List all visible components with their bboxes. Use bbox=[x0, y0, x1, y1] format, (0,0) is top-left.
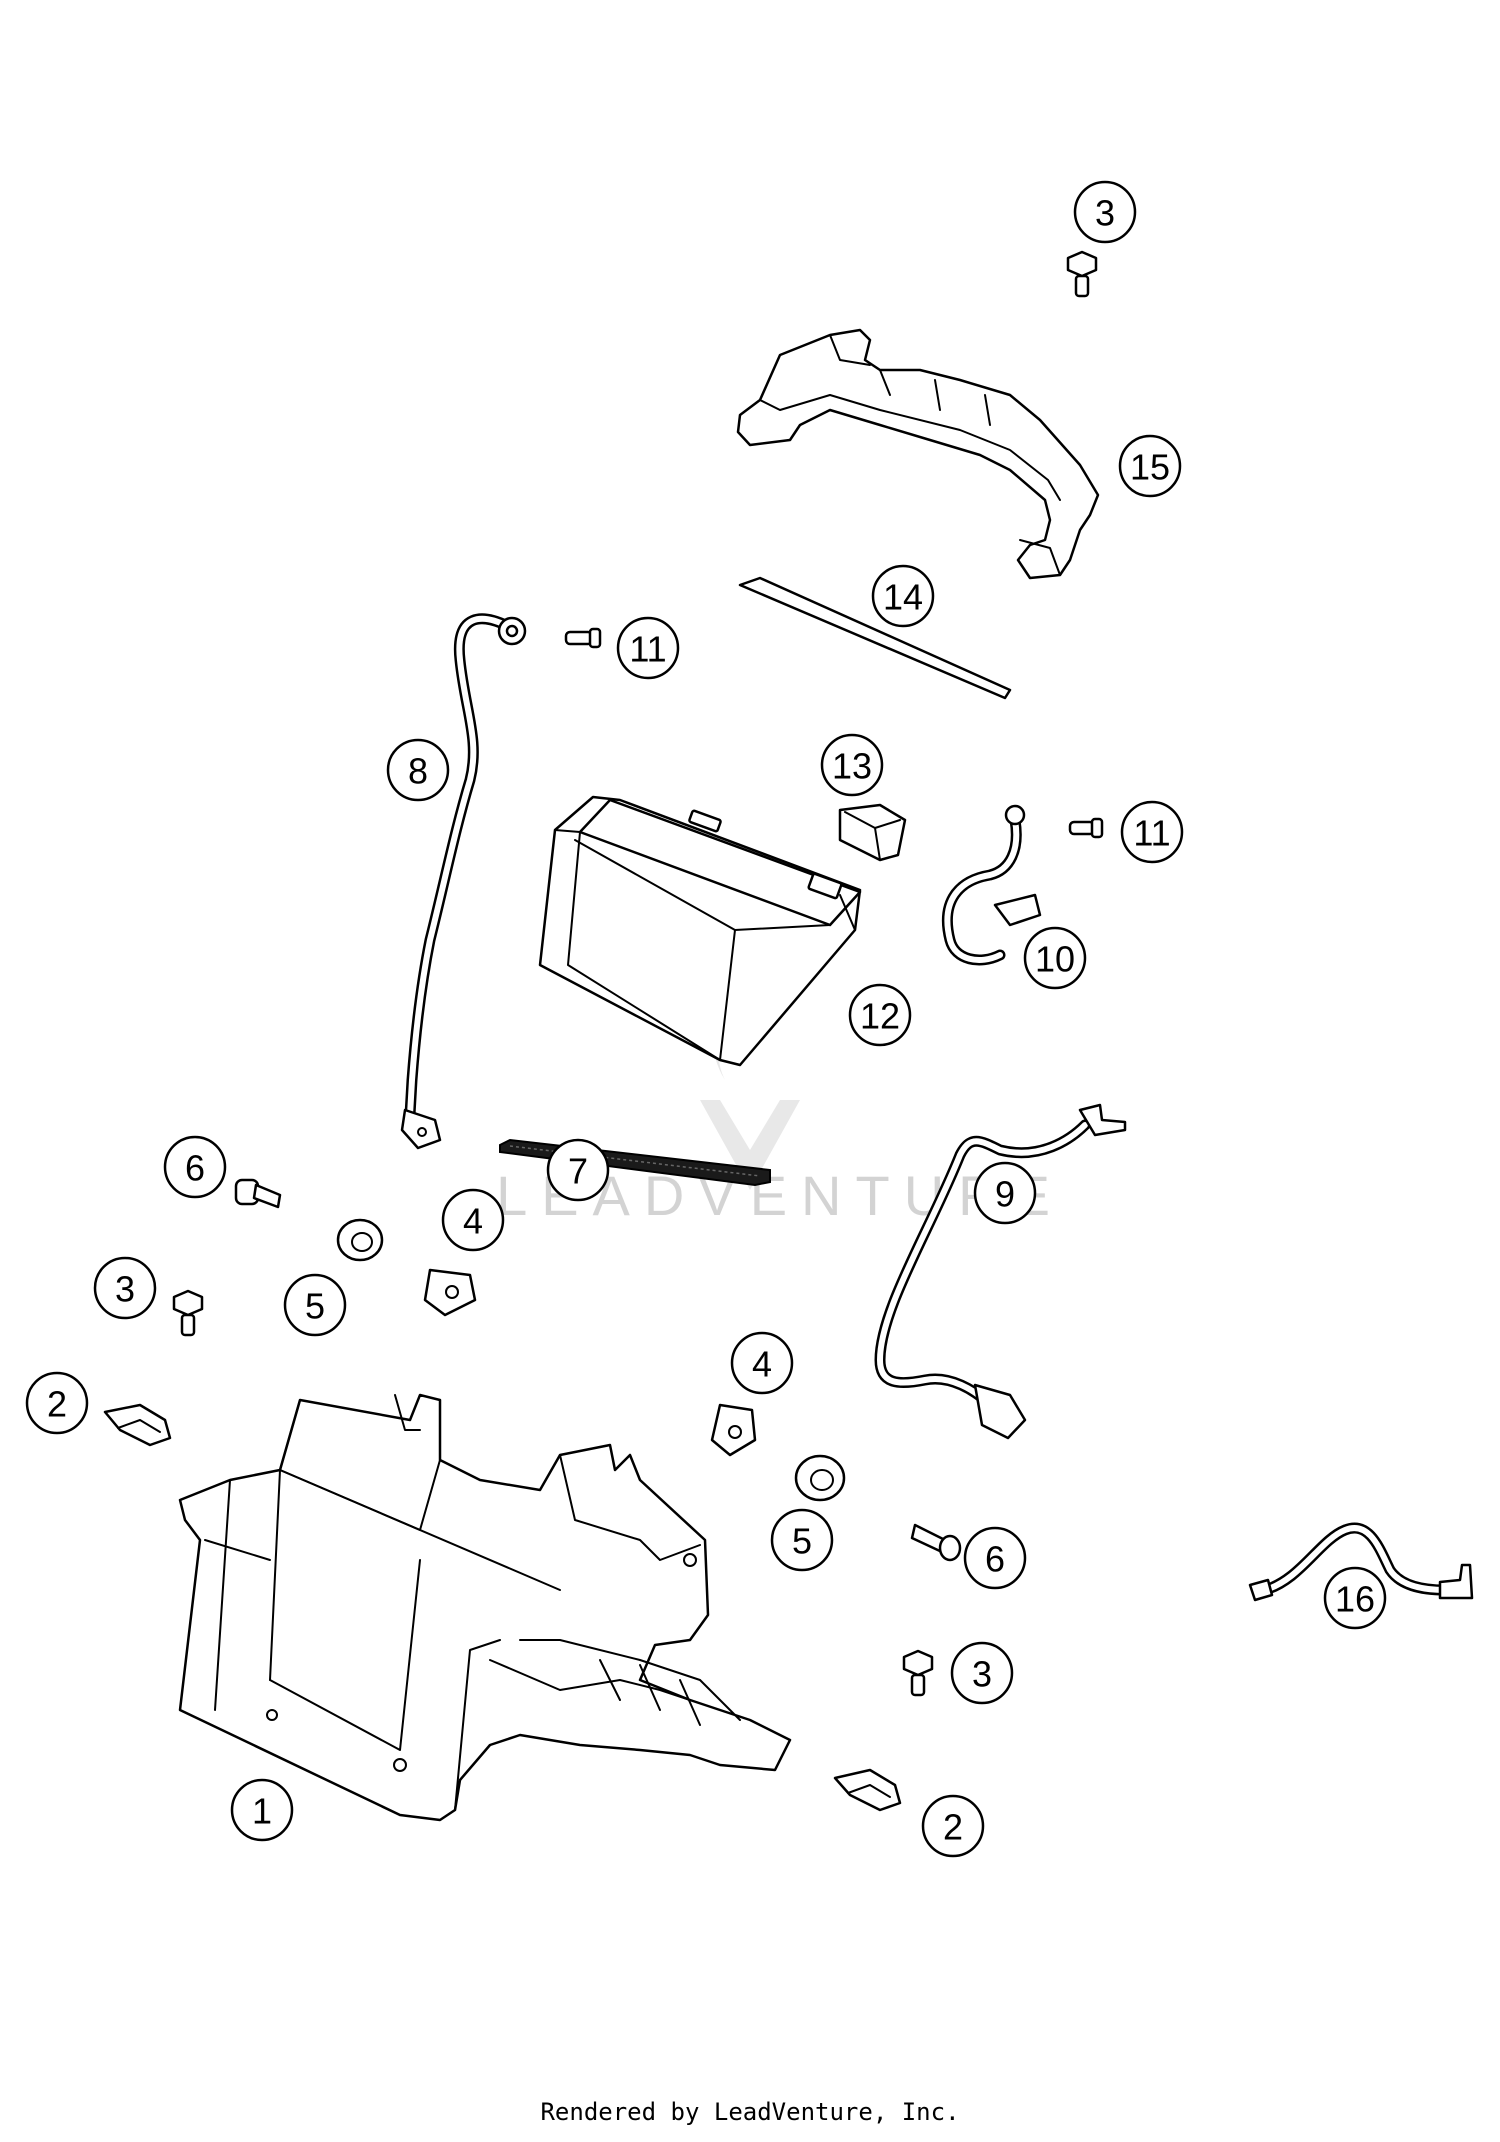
callout-14: 14 bbox=[871, 564, 935, 628]
callout-3-right: 3 bbox=[950, 1641, 1014, 1705]
callout-16: 16 bbox=[1323, 1566, 1387, 1630]
part-6-bolt-left bbox=[234, 1178, 282, 1209]
svg-text:10: 10 bbox=[1035, 939, 1075, 980]
callout-2-left: 2 bbox=[25, 1371, 89, 1435]
svg-text:3: 3 bbox=[1095, 193, 1115, 234]
svg-text:11: 11 bbox=[629, 629, 666, 670]
callout-5-right: 5 bbox=[770, 1508, 834, 1572]
part-2-clip-left bbox=[103, 1403, 172, 1447]
callout-4-left: 4 bbox=[441, 1188, 505, 1252]
part-1-battery-box bbox=[178, 1393, 792, 1822]
svg-text:2: 2 bbox=[47, 1384, 67, 1425]
callout-13: 13 bbox=[820, 733, 884, 797]
part-14-pad bbox=[738, 576, 1012, 700]
callout-10: 10 bbox=[1023, 926, 1087, 990]
part-3-bolt-right bbox=[902, 1649, 934, 1697]
svg-text:5: 5 bbox=[792, 1521, 812, 1562]
svg-text:3: 3 bbox=[972, 1654, 992, 1695]
footer-credit: Rendered by LeadVenture, Inc. bbox=[540, 2098, 959, 2126]
part-4-clip-nut-right bbox=[710, 1403, 757, 1457]
callout-11-right: 11 bbox=[1120, 800, 1184, 864]
part-3-bolt-left bbox=[172, 1289, 204, 1337]
svg-text:16: 16 bbox=[1335, 1579, 1375, 1620]
svg-text:8: 8 bbox=[408, 751, 428, 792]
part-13-terminal-cover bbox=[838, 803, 907, 862]
callout-11-left: 11 bbox=[616, 616, 680, 680]
callout-5-left: 5 bbox=[283, 1273, 347, 1337]
svg-text:13: 13 bbox=[832, 746, 872, 787]
callout-8: 8 bbox=[386, 738, 450, 802]
svg-text:6: 6 bbox=[185, 1148, 205, 1189]
callout-2-right: 2 bbox=[921, 1794, 985, 1858]
part-5-grommet-right bbox=[794, 1454, 846, 1502]
part-2-clip-right bbox=[833, 1768, 902, 1812]
part-15-battery-bracket bbox=[736, 328, 1100, 580]
svg-text:5: 5 bbox=[305, 1286, 325, 1327]
callout-3-left: 3 bbox=[93, 1256, 157, 1320]
part-10-short-cable bbox=[941, 804, 1042, 966]
callout-6-left: 6 bbox=[163, 1135, 227, 1199]
callout-12: 12 bbox=[848, 983, 912, 1047]
callout-4-right: 4 bbox=[730, 1331, 794, 1395]
svg-text:15: 15 bbox=[1130, 447, 1170, 488]
part-11-bolt-left bbox=[564, 627, 602, 649]
svg-text:6: 6 bbox=[985, 1539, 1005, 1580]
part-16-ground-cable bbox=[1248, 1522, 1474, 1602]
callout-1: 1 bbox=[230, 1778, 294, 1842]
callout-7: 7 bbox=[546, 1138, 610, 1202]
svg-text:11: 11 bbox=[1133, 813, 1170, 854]
part-4-clip-nut-left bbox=[423, 1268, 477, 1317]
part-8-battery-cable bbox=[400, 613, 527, 1150]
svg-text:14: 14 bbox=[883, 577, 923, 618]
svg-text:4: 4 bbox=[463, 1201, 483, 1242]
svg-text:9: 9 bbox=[995, 1174, 1015, 1215]
svg-text:12: 12 bbox=[860, 996, 900, 1037]
callout-15: 15 bbox=[1118, 434, 1182, 498]
callout-3-top: 3 bbox=[1073, 180, 1137, 244]
svg-text:1: 1 bbox=[252, 1791, 272, 1832]
part-9-main-cable bbox=[874, 1103, 1127, 1440]
svg-text:4: 4 bbox=[752, 1344, 772, 1385]
svg-text:2: 2 bbox=[943, 1807, 963, 1848]
svg-text:7: 7 bbox=[568, 1151, 588, 1192]
part-6-bolt-right bbox=[910, 1523, 962, 1562]
part-12-battery bbox=[538, 795, 862, 1067]
svg-text:3: 3 bbox=[115, 1269, 135, 1310]
callout-6-right: 6 bbox=[963, 1526, 1027, 1590]
part-11-bolt-right bbox=[1068, 817, 1104, 839]
part-3-bolt-top bbox=[1066, 250, 1098, 298]
part-5-grommet-left bbox=[336, 1218, 384, 1262]
callout-9: 9 bbox=[973, 1161, 1037, 1225]
